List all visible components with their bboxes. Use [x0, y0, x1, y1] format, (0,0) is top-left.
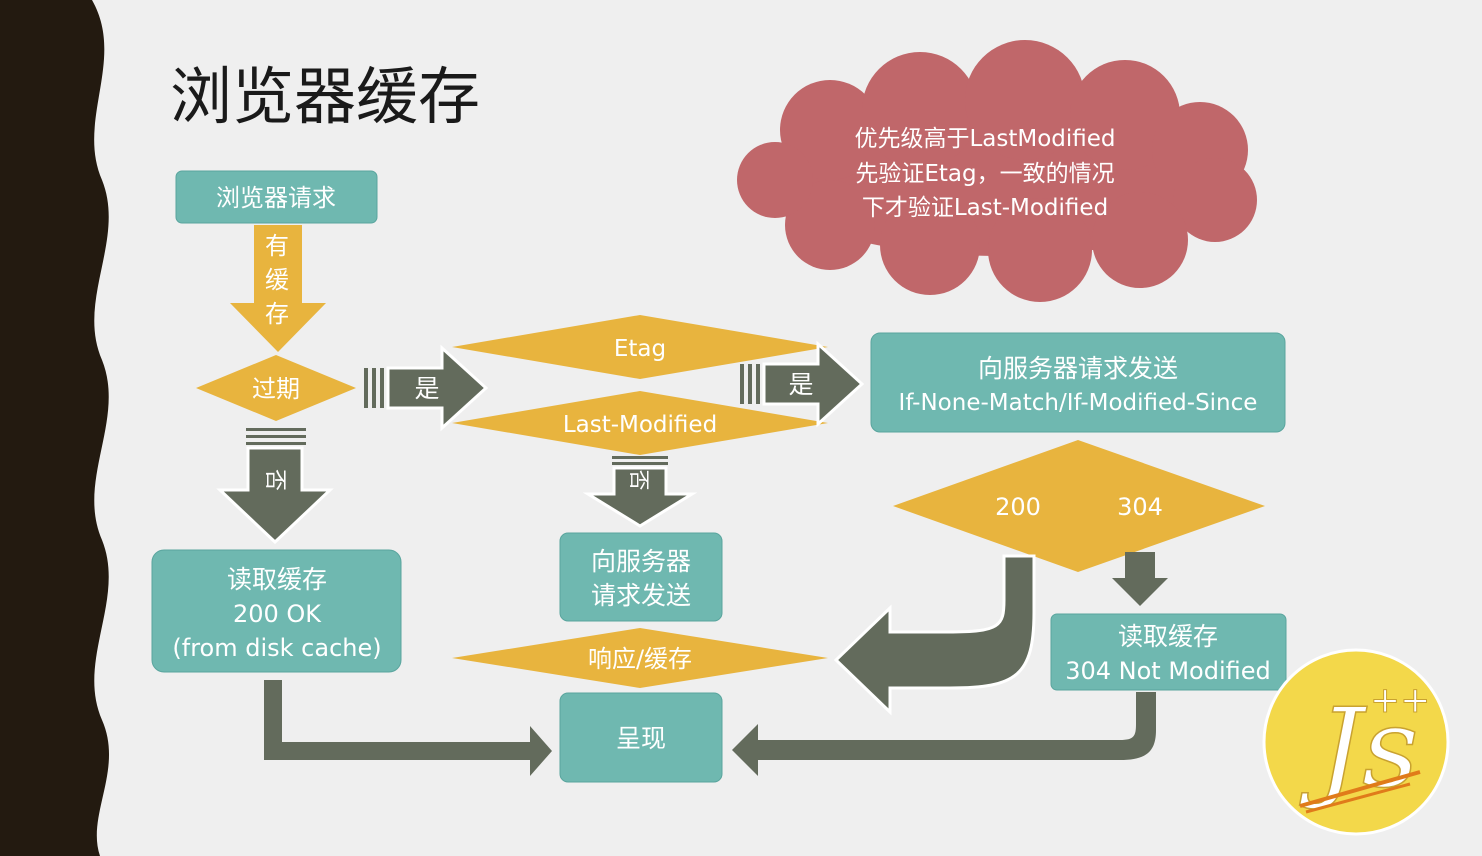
no-arrow-1-label: 否: [262, 469, 287, 491]
cloud-line-1: 优先级高于LastModified: [854, 126, 1115, 152]
last-modified-label: Last-Modified: [563, 412, 717, 438]
response-cache-label: 响应/缓存: [588, 645, 692, 673]
arrow-disk-cache-to-render: [264, 680, 552, 776]
read-cache-disk-box: [151, 549, 402, 673]
no-arrow-1: [216, 446, 334, 545]
server-request-line-2: 请求发送: [591, 581, 691, 610]
yes-arrow-1-stripes: [364, 368, 384, 408]
priority-cloud: 优先级高于LastModified 先验证Etag，一致的情况 下才验证Last…: [737, 40, 1257, 302]
server-request-headers-line-1: 向服务器请求发送: [978, 354, 1178, 383]
page-title: 浏览器缓存: [170, 60, 480, 133]
has-cache-arrow: [230, 225, 326, 352]
yes-arrow-1: [386, 344, 489, 432]
status-304-label: 304: [1117, 493, 1163, 521]
browser-request-box: [175, 170, 378, 224]
read-cache-304-line-1: 读取缓存: [1118, 622, 1218, 651]
etag-diamond: [452, 315, 828, 379]
status-200-label: 200: [995, 493, 1041, 521]
no-arrow-2: [582, 466, 698, 528]
has-cache-char-2: 缓: [265, 266, 289, 294]
browser-request-label: 浏览器请求: [216, 184, 336, 212]
arrow-304-to-read-cache: [1112, 552, 1168, 606]
last-modified-diamond: [452, 391, 828, 455]
expired-label: 过期: [252, 375, 300, 403]
server-request-headers-line-2: If-None-Match/If-Modified-Since: [899, 390, 1258, 416]
arrow-200-to-response: [833, 554, 1036, 716]
js-logo: Js ++: [1262, 648, 1450, 836]
no-arrow-2-label: 否: [627, 470, 651, 491]
read-cache-304-box: [1050, 613, 1287, 691]
has-cache-char-1: 有: [265, 232, 289, 260]
read-cache-disk-line-1: 读取缓存: [227, 565, 327, 594]
read-cache-disk-line-3: (from disk cache): [172, 634, 381, 662]
expired-diamond: [196, 355, 356, 421]
cloud-line-2: 先验证Etag，一致的情况: [855, 161, 1114, 187]
render-box: [559, 692, 723, 783]
arrow-304-cache-to-render: [732, 692, 1156, 776]
render-label: 呈现: [616, 724, 666, 753]
yes-arrow-2-label: 是: [788, 370, 813, 399]
response-cache-diamond: [452, 628, 828, 688]
yes-arrow-2-stripes: [740, 364, 760, 404]
wavy-border: [0, 0, 110, 856]
read-cache-304-line-2: 304 Not Modified: [1065, 657, 1271, 685]
server-request-line-1: 向服务器: [591, 547, 691, 576]
read-cache-disk-line-2: 200 OK: [233, 600, 322, 628]
js-logo-plus: ++: [1370, 680, 1430, 721]
server-request-box: [559, 532, 723, 622]
yes-arrow-2: [762, 340, 865, 428]
server-request-headers-box: [870, 332, 1286, 433]
has-cache-char-3: 存: [265, 300, 289, 328]
yes-arrow-1-label: 是: [414, 374, 439, 403]
cloud-line-3: 下才验证Last-Modified: [862, 195, 1108, 221]
no-arrow-1-stripes: [246, 428, 306, 445]
status-diamond: [893, 440, 1265, 572]
no-arrow-2-stripes: [612, 456, 668, 465]
etag-label: Etag: [614, 336, 666, 362]
